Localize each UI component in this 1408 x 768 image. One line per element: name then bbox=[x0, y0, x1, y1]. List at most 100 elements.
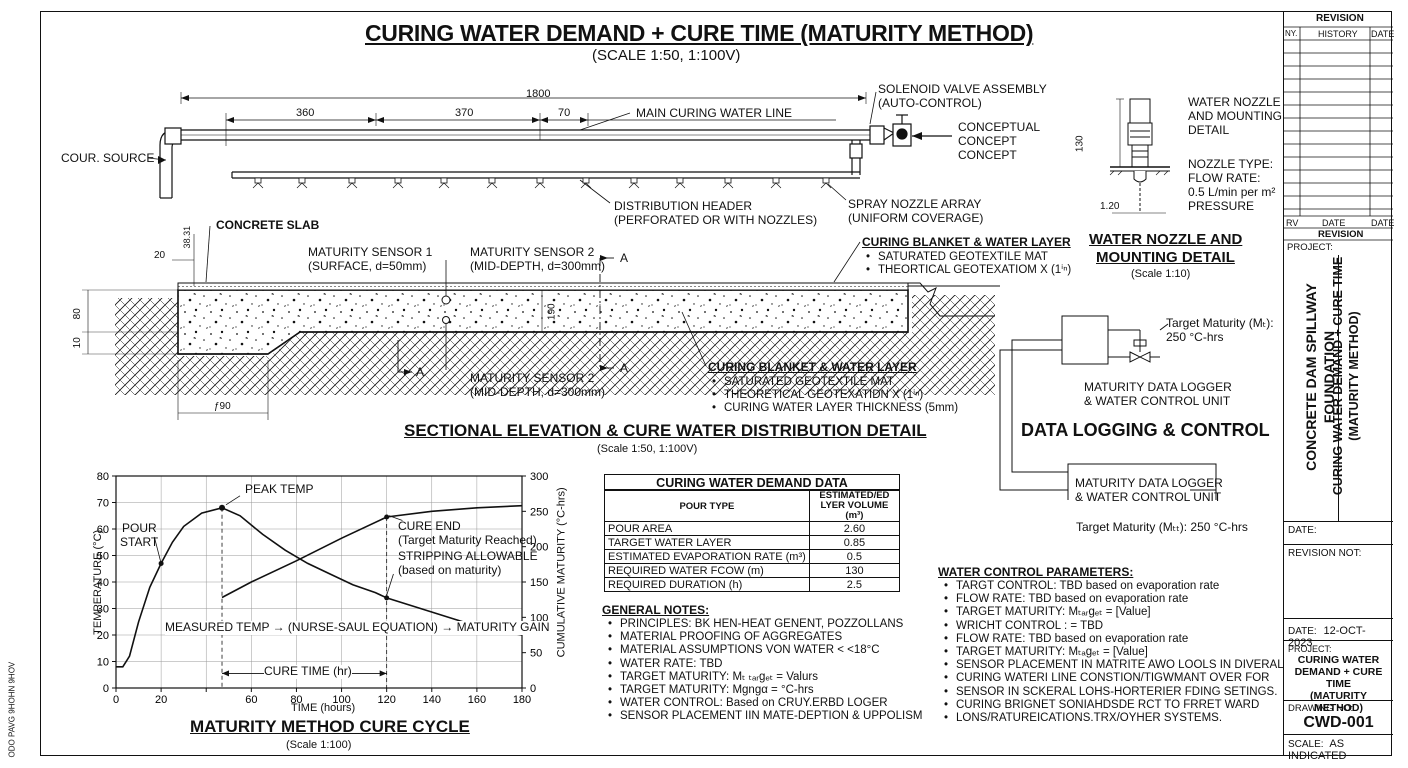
param-item: FLOW RATE: TBD based on evaporation rate bbox=[944, 633, 1284, 646]
sensor1-label-2: (SURFACE, d=50mm) bbox=[308, 259, 427, 273]
cure-time-arrow bbox=[379, 670, 387, 677]
nozzle-label-2: AND MOUNTING bbox=[1188, 109, 1282, 123]
nozzle-type-3: 0.5 L/min per m² bbox=[1188, 185, 1276, 199]
nozzle-mark bbox=[348, 177, 356, 184]
spray-mark bbox=[628, 182, 640, 189]
spray-mark bbox=[438, 182, 450, 189]
dim-70: 70 bbox=[558, 107, 571, 119]
x-tick-label: 160 bbox=[468, 694, 486, 706]
chart-title: MATURITY METHOD CURE CYCLE bbox=[190, 717, 470, 736]
nozzle-mark bbox=[724, 177, 732, 184]
annot-peak: PEAK TEMP bbox=[245, 482, 314, 496]
stripping-leader bbox=[386, 573, 394, 596]
target2-label: Target Maturity (Mₜₜ): 250 °C-hrs bbox=[1076, 520, 1248, 534]
note-item: SENSOR PLACEMENT IIN MATE-DEPTION & UPPO… bbox=[608, 710, 922, 723]
nozzle-mark bbox=[676, 177, 684, 184]
water-demand-table: POUR TYPE ESTIMATED/ED LYER VOLUME (m³) … bbox=[604, 490, 901, 592]
project2-label: PROJECT: bbox=[1288, 644, 1332, 654]
logger1-label-2: & WATER CONTROL UNIT bbox=[1084, 394, 1231, 408]
blanket-bottom-item: THEORETICAL GEOTEXATIDN X (1ⁱⁿ) bbox=[712, 389, 958, 402]
dim-80: 80 bbox=[71, 308, 83, 320]
rev-date2: DATE bbox=[1371, 218, 1395, 228]
drawing-no-value: CWD-001 bbox=[1303, 714, 1374, 731]
drawing-no-label: DRAWING NO: bbox=[1288, 703, 1354, 714]
table-row: REQUIRED DURATION (h)2.5 bbox=[604, 577, 901, 592]
nozzle-mark bbox=[394, 177, 402, 184]
project2-name-3: (MATURITY METHOD) bbox=[1310, 690, 1367, 714]
spray-label-2: (UNIFORM COVERAGE) bbox=[848, 211, 984, 225]
drawing-no-cell: DRAWING NO: CWD-001 bbox=[1284, 700, 1393, 734]
nozzle-title-1: WATER NOZZLE AND bbox=[1089, 231, 1243, 248]
page-scale: (SCALE 1:50, 1:100V) bbox=[592, 47, 741, 64]
blanket-bottom-item: CURING WATER LAYER THICKNESS (5mm) bbox=[712, 402, 958, 415]
y-tick-label: 10 bbox=[97, 657, 109, 669]
peak-marker bbox=[219, 504, 226, 511]
note-item: WATER RATE: TBD bbox=[608, 658, 922, 671]
dim-10: 10 bbox=[71, 337, 83, 349]
revision-header-2: REVISION bbox=[1318, 229, 1364, 240]
date2-cell: DATE: 12-OCT-2023 bbox=[1284, 618, 1393, 649]
solenoid-label-2: (AUTO-CONTROL) bbox=[878, 96, 982, 110]
annot-pour-2: START bbox=[120, 535, 159, 549]
slab-label: CONCRETE SLAB bbox=[216, 218, 320, 232]
spray-label-1: SPRAY NOZZLE ARRAY bbox=[848, 197, 982, 211]
cure-end-leader bbox=[388, 515, 403, 521]
chart-y2label: CUMULATIVE MATURITY (°C-hrs) bbox=[555, 487, 568, 658]
y-tick-label: 0 bbox=[103, 683, 109, 695]
dim-bottom: ƒ90 bbox=[214, 401, 231, 412]
conceptual-label-2: CONCEPT bbox=[958, 134, 1017, 148]
annot-cure-time: CURE TIME (hr) bbox=[264, 664, 352, 679]
table-cell: REQUIRED WATER FCOW (m) bbox=[604, 563, 810, 578]
param-item: LONS/RATUREICATIONS.TRX/OYHER SYSTEMS. bbox=[944, 712, 1284, 725]
annot-stripping-1: STRIPPING ALLOWABLE bbox=[398, 549, 538, 563]
spray-mark bbox=[820, 182, 832, 189]
dim-190: 190 bbox=[546, 303, 558, 321]
x-tick-label: 80 bbox=[290, 694, 302, 706]
scale-cell: SCALE: AS INDICATED bbox=[1284, 734, 1393, 762]
nozzle-mark bbox=[772, 177, 780, 184]
nozzle-mark bbox=[630, 177, 638, 184]
section-scale: (Scale 1:50, 1:100V) bbox=[597, 443, 698, 455]
sensor2-label-2: (MID-DEPTH, d=300mm) bbox=[470, 259, 606, 273]
table-title: CURING WATER DEMAND DATA bbox=[604, 474, 900, 490]
project2-name-2: DEMAND + CURE TIME bbox=[1294, 666, 1383, 690]
y-tick-label: 20 bbox=[97, 630, 109, 642]
section-drawing bbox=[82, 225, 1000, 420]
nozzle-scale: (Scale 1:10) bbox=[1131, 268, 1191, 280]
nozzle-type-2: FLOW RATE: bbox=[1188, 171, 1261, 185]
spray-mark bbox=[346, 182, 358, 189]
spray-mark bbox=[486, 182, 498, 189]
rev-col-history: HISTORY bbox=[1318, 29, 1358, 39]
blanket-top-item: THEORTICAL GEOTEXATIOM X (1ⁱⁿ) bbox=[866, 264, 1071, 277]
peak-leader bbox=[225, 495, 241, 506]
revision-note-cell: REVISION NOT: bbox=[1284, 544, 1393, 618]
note-item: TARGET MATURITY: Mₜ ₜₐᵣgₑₜ = Valurs bbox=[608, 671, 922, 684]
table-cell: 2.5 bbox=[808, 577, 901, 592]
project-label: PROJECT: bbox=[1287, 242, 1333, 253]
param-item: SENSOR PLACEMENT IN MATRITE AWO LOOLS IN… bbox=[944, 659, 1284, 672]
margin-note: ODO PAVG 9HOHN 9HOV bbox=[7, 661, 17, 758]
y-tick-label: 80 bbox=[97, 471, 109, 483]
control-title: DATA LOGGING & CONTROL bbox=[1021, 420, 1270, 440]
param-item: SENSOR IN SCKERAL LOHS-HORTERIER FDING S… bbox=[944, 686, 1284, 699]
x-tick-label: 60 bbox=[245, 694, 257, 706]
chart-ylabel: TEMPERATURE (°C) bbox=[92, 529, 105, 635]
pour-marker bbox=[158, 560, 164, 566]
nozzle-mark bbox=[822, 177, 830, 184]
series-line bbox=[116, 506, 523, 668]
y-tick-label: 60 bbox=[97, 524, 109, 536]
revision-grid bbox=[1284, 26, 1393, 241]
spray-mark bbox=[770, 182, 782, 189]
nozzle-dim-h: 130 bbox=[1074, 135, 1086, 153]
x-tick-label: 0 bbox=[113, 694, 119, 706]
revision-note-label: REVISION NOT: bbox=[1288, 548, 1362, 559]
nozzle-mark bbox=[440, 177, 448, 184]
note-item: WATER CONTROL: Based on CRUY.ERBD LOGER bbox=[608, 697, 922, 710]
cut-a-bottom: A bbox=[620, 361, 629, 375]
x-tick-label: 100 bbox=[332, 694, 350, 706]
nozzle-dim-w: 1.20 bbox=[1100, 201, 1120, 212]
spray-mark bbox=[580, 182, 592, 189]
note-item: MATERIAL PROOFING OF AGGREGATES bbox=[608, 631, 922, 644]
water-control-title: WATER CONTROL PARAMETERS: bbox=[938, 565, 1134, 579]
